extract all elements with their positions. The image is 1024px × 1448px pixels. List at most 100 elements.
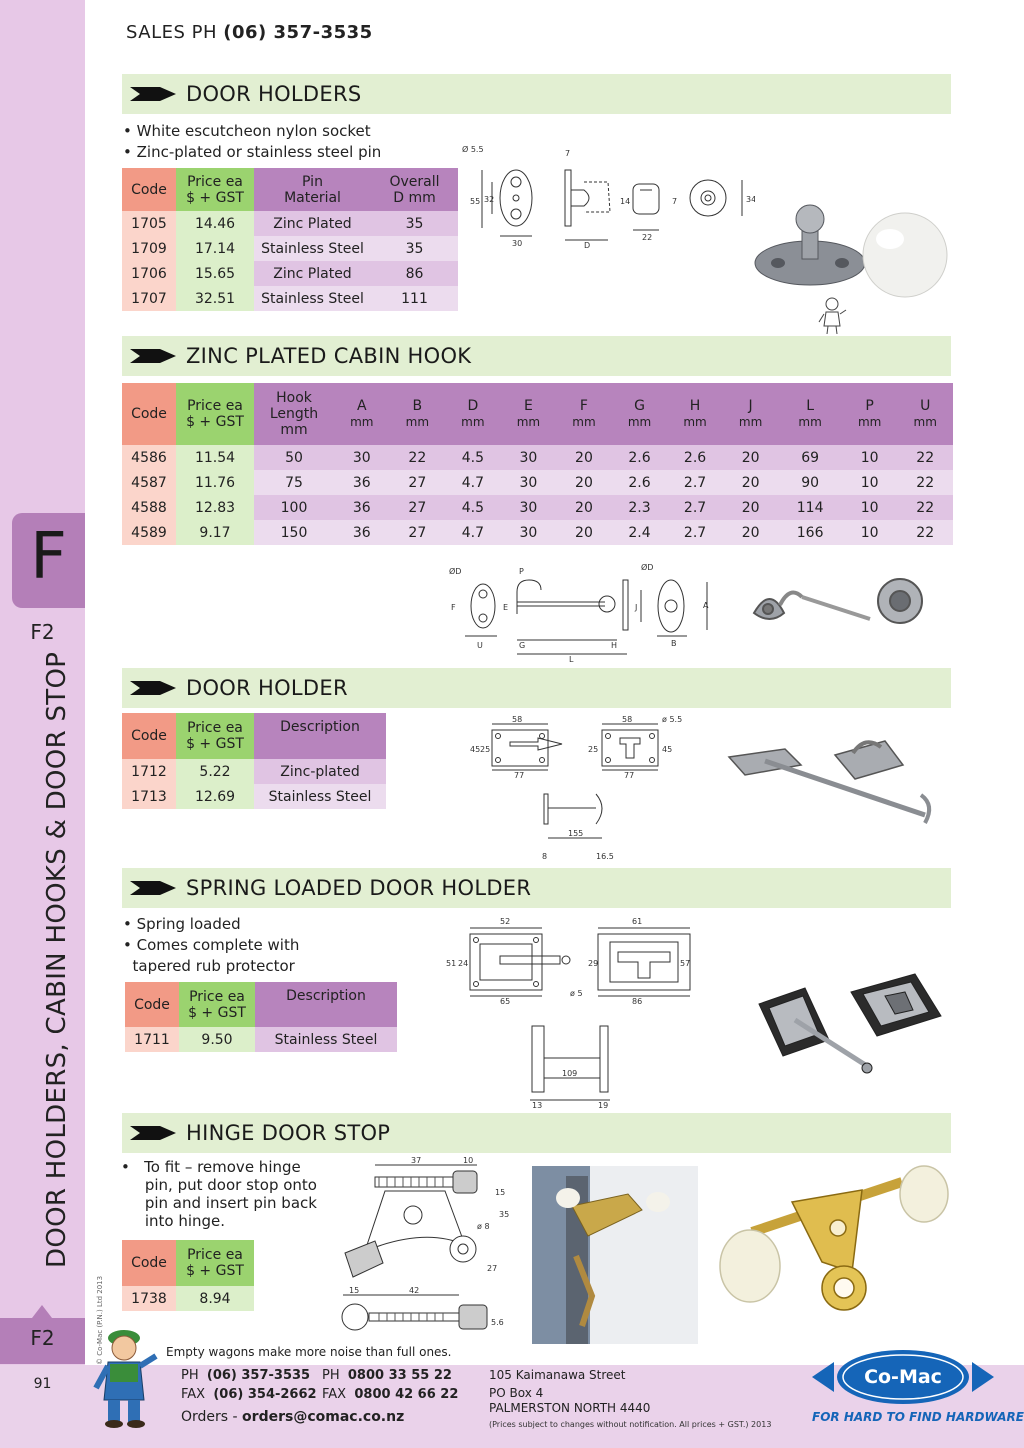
col-price: Price ea$ + GST [176, 383, 254, 445]
price-note: (Prices subject to changes without notif… [489, 1420, 772, 1429]
svg-text:34: 34 [746, 195, 755, 204]
tagline: FOR HARD TO FIND HARDWARE [812, 1410, 1024, 1424]
address-line: PO Box 4 [489, 1386, 544, 1400]
section-title: DOOR HOLDER [186, 676, 348, 700]
col-price: Price ea$ + GST [176, 713, 254, 759]
svg-text:15: 15 [349, 1286, 359, 1295]
address-line: 105 Kaimanawa Street [489, 1368, 626, 1382]
col-price: Price ea$ + GST [176, 1240, 254, 1286]
vertical-page-title: DOOR HOLDERS, CABIN HOOKS & DOOR STOP [42, 651, 72, 1268]
section-header-hinge-stop: HINGE DOOR STOP [122, 1113, 951, 1153]
col-price: Price ea$ + GST [179, 982, 255, 1027]
svg-text:P: P [519, 567, 524, 576]
svg-text:55: 55 [470, 197, 480, 206]
hinge-stop-technical-drawing: 37 10 15 35 ø 8 27 15 42 5.6 [341, 1156, 509, 1331]
svg-text:155: 155 [568, 829, 583, 838]
svg-text:16.5: 16.5 [596, 852, 614, 861]
hinge-stop-instructions: • To fit – remove hinge pin, put door st… [121, 1158, 317, 1230]
col-code: Code [122, 713, 176, 759]
bullet-item: into hinge. [144, 1212, 226, 1230]
svg-text:24: 24 [458, 959, 468, 968]
section-tab-bottom [0, 1318, 85, 1364]
door-holder-product-photo [754, 204, 948, 298]
svg-text:B: B [671, 639, 677, 648]
svg-text:29: 29 [588, 959, 598, 968]
svg-text:57: 57 [680, 959, 690, 968]
svg-text:H: H [611, 641, 617, 650]
svg-text:65: 65 [500, 997, 510, 1006]
svg-text:77: 77 [514, 771, 524, 780]
phone-1: PH (06) 357-3535 [181, 1368, 311, 1383]
section-code-top: F2 [30, 620, 55, 644]
col-code: Code [122, 383, 176, 445]
section-title: ZINC PLATED CABIN HOOK [186, 344, 472, 368]
svg-text:13: 13 [532, 1101, 542, 1110]
svg-text:45: 45 [662, 745, 672, 754]
svg-text:D: D [584, 241, 590, 250]
svg-text:58: 58 [512, 715, 522, 724]
sidebar [0, 0, 85, 1448]
svg-text:J: J [634, 603, 637, 612]
door-holder-product-photo [727, 740, 932, 824]
sales-label: SALES PH [126, 22, 218, 43]
section-title: HINGE DOOR STOP [186, 1121, 391, 1145]
hinge-stop-product-photo [719, 1165, 949, 1311]
arrow-icon [130, 87, 176, 101]
page-number: 91 [33, 1376, 52, 1392]
arrow-icon [130, 349, 176, 363]
svg-text:L: L [569, 655, 574, 664]
svg-text:5.6: 5.6 [491, 1318, 504, 1327]
section-header-spring-holder: SPRING LOADED DOOR HOLDER [122, 868, 951, 908]
svg-text:ØD: ØD [449, 566, 461, 576]
section-header-cabin-hook: ZINC PLATED CABIN HOOK [122, 336, 951, 376]
svg-text:19: 19 [598, 1101, 608, 1110]
bullet-item: tapered rub protector [132, 957, 295, 975]
section-title: SPRING LOADED DOOR HOLDER [186, 876, 532, 900]
svg-text:35: 35 [499, 1210, 509, 1219]
bullet-item: pin and insert pin back [144, 1194, 317, 1212]
cabin-hook-product-photo [752, 578, 923, 624]
svg-text:25: 25 [588, 745, 598, 754]
sales-phone-header: SALES PH (06) 357-3535 [126, 22, 373, 43]
logo-text: Co-Mac [864, 1366, 942, 1388]
svg-text:58: 58 [622, 715, 632, 724]
door-holder-technical-drawing: 58 58 ø 5.5 45 25 25 45 77 77 155 8 16.5 [470, 715, 682, 861]
svg-text:27: 27 [487, 1264, 497, 1273]
door-holders-technical-drawing: Ø 5.5 55 32 30 7 D 14 7 22 34 [462, 144, 755, 250]
svg-text:A: A [703, 601, 709, 610]
svg-text:U: U [477, 641, 483, 650]
col-description: Description [255, 982, 397, 1027]
svg-text:7: 7 [672, 197, 677, 206]
fax-1: FAX (06) 354-2662 [181, 1387, 317, 1402]
svg-text:F: F [451, 603, 456, 612]
dim-label: Ø 5.5 [462, 144, 484, 154]
svg-text:7: 7 [565, 149, 570, 158]
spring-holder-product-photo [758, 973, 942, 1074]
orders-email-link[interactable]: orders@comac.co.nz [242, 1409, 405, 1425]
sidebar-footer [0, 1365, 85, 1448]
phone-2: PH 0800 33 55 22 [322, 1368, 452, 1383]
svg-text:22: 22 [642, 233, 652, 242]
svg-text:ø 5.5: ø 5.5 [662, 715, 682, 724]
spring-holder-technical-drawing: 52 61 51 24 29 57 ø 5 65 86 109 13 19 [446, 917, 691, 1110]
tab-notch [32, 1305, 52, 1318]
svg-text:ØD: ØD [641, 562, 653, 572]
svg-text:25: 25 [480, 745, 490, 754]
bullet-item: pin, put door stop onto [144, 1176, 317, 1194]
